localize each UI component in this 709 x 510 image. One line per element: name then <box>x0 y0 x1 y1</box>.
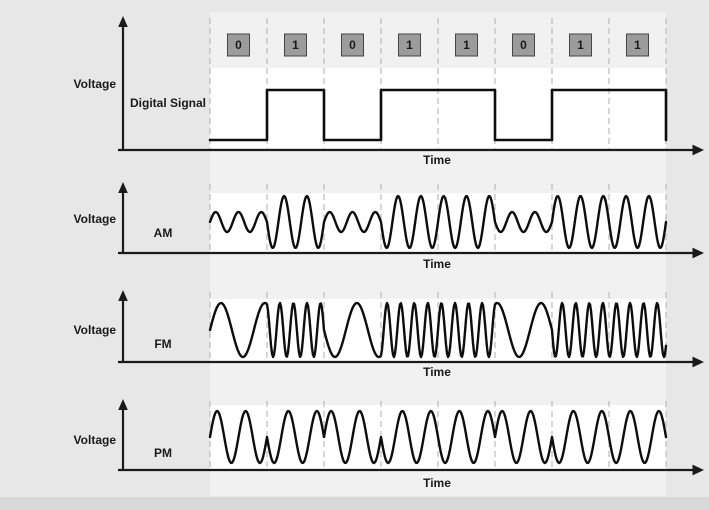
bit-value: 1 <box>577 38 584 52</box>
voltage-axis-arrow <box>118 290 128 301</box>
bit-value: 1 <box>406 38 413 52</box>
bit-box <box>284 33 307 57</box>
signal-label-fm: FM <box>154 337 171 351</box>
pm-waveform <box>208 409 668 465</box>
time-label-digital: Time <box>423 153 451 167</box>
am-waveform <box>208 194 668 250</box>
bit-value: 0 <box>349 38 356 52</box>
voltage-axis-arrow <box>118 399 128 410</box>
voltage-label-digital: Voltage <box>74 77 117 91</box>
voltage-label-am: Voltage <box>74 212 117 226</box>
voltage-axis-arrow <box>118 16 128 27</box>
bit-value: 0 <box>235 38 242 52</box>
signal-label-digital: Digital Signal <box>130 96 206 110</box>
signal-label-pm: PM <box>154 446 172 460</box>
bit-value: 1 <box>634 38 641 52</box>
voltage-label-fm: Voltage <box>74 323 117 337</box>
bit-box <box>512 33 535 57</box>
waveforms <box>208 88 668 465</box>
bit-box <box>455 33 478 57</box>
axes <box>118 16 704 476</box>
time-label-pm: Time <box>423 476 451 490</box>
signal-label-am: AM <box>154 226 173 240</box>
time-axis-arrow <box>692 356 704 368</box>
bit-box <box>398 33 421 57</box>
time-axis-arrow <box>692 144 704 156</box>
bit-box <box>626 33 649 57</box>
voltage-label-pm: Voltage <box>74 433 117 447</box>
time-axis-arrow <box>692 247 704 259</box>
bit-box <box>569 33 592 57</box>
time-label-fm: Time <box>423 365 451 379</box>
labels: Voltage Digital Signal Time Voltage AM T… <box>74 77 452 490</box>
time-label-am: Time <box>423 257 451 271</box>
bottom-bar <box>0 497 709 510</box>
bit-value: 1 <box>292 38 299 52</box>
digital-waveform <box>208 88 668 142</box>
voltage-axis-arrow <box>118 182 128 193</box>
bit-row: 0 1 0 1 1 0 1 1 <box>227 33 649 57</box>
fm-waveform <box>208 301 668 359</box>
time-axis-arrow <box>692 464 704 476</box>
bit-value: 1 <box>463 38 470 52</box>
bit-value: 0 <box>520 38 527 52</box>
bit-box <box>227 33 250 57</box>
bit-box <box>341 33 364 57</box>
